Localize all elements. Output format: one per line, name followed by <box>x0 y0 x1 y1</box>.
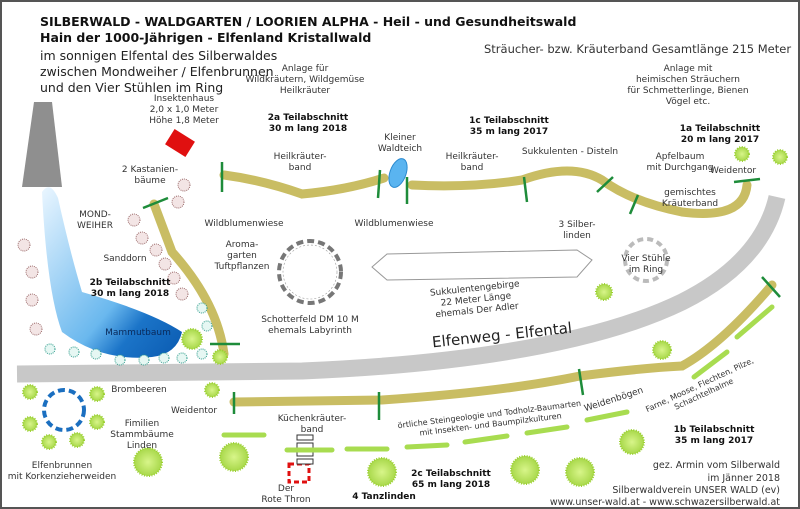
weidenboegen <box>221 304 775 453</box>
label-wildblumen-1: Wildblumenwiese <box>204 219 284 229</box>
sukkulentengebirge <box>371 249 593 281</box>
sanddorn-shrubs <box>17 178 191 336</box>
title-main: SILBERWALD - WALDGARTEN / LOORIEN ALPHA … <box>40 14 577 29</box>
subtitle-1: im sonnigen Elfental des Silberwaldes <box>40 48 278 63</box>
label-aromagarten: Aroma- garten Tuftpflanzen <box>214 240 270 272</box>
insektenhaus <box>165 129 195 157</box>
label-section-1a: 1a Teilabschnitt 20 m lang 2017 <box>679 124 761 145</box>
label-section-2a: 2a Teilabschnitt 30 m lang 2018 <box>267 113 349 134</box>
footer-signature: gez. Armin vom Silberwald <box>652 460 780 471</box>
label-heilkraeuter-2: Heilkräuter- band <box>445 152 499 173</box>
label-kastanien: 2 Kastanien- bäume <box>121 165 179 186</box>
label-anlage-wild: Anlage für Wildkräutern, Wildgemüse Heil… <box>245 64 365 96</box>
label-wildblumen-2: Wildblumenwiese <box>354 219 434 229</box>
label-vier-stuehle: Vier Stühle im Ring <box>621 254 671 275</box>
gates <box>142 162 781 420</box>
label-insektenhaus: Insektenhaus 2,0 x 1,0 Meter Höhe 1,8 Me… <box>149 94 219 126</box>
roter-thron <box>287 462 311 484</box>
path-2b <box>149 199 229 359</box>
label-gemischtes: gemischtes Kräuterband <box>661 188 719 209</box>
subtitle-2: zwischen Mondweiher / Elfenbrunnen <box>40 64 274 79</box>
path-2a <box>219 170 389 199</box>
label-section-2b: 2b Teilabschnitt 30 m lang 2018 <box>89 278 171 299</box>
vier-stuehle-ring <box>623 237 669 283</box>
label-mammutbaum: Mammutbaum <box>105 328 171 338</box>
footer-date: im Jänner 2018 <box>707 473 780 484</box>
label-silberlinden: 3 Silber- linden <box>558 220 596 241</box>
label-apfelbaum: Apfelbaum mit Durchgang <box>646 152 714 173</box>
path-south <box>229 280 777 407</box>
footer-websites: www.unser-wald.at - www.schwazersilberwa… <box>549 497 780 508</box>
label-heilkraeuter-1: Heilkräuter- band <box>273 152 327 173</box>
footer-association: Silberwaldverein UNSER WALD (ev) <box>612 485 780 496</box>
stone-monument <box>22 102 62 187</box>
label-stammbaeume: Fimilien Stammbäume Linden <box>110 419 174 451</box>
subtitle-3: und den Vier Stühlen im Ring <box>40 80 224 95</box>
label-anlage-straeucher: Anlage mit heimischen Sträuchern für Sch… <box>627 64 749 107</box>
label-waldteich: Kleiner Waldteich <box>377 133 423 154</box>
label-elfenbrunnen: Elfenbrunnen mit Korkenzieherweiden <box>7 461 117 482</box>
mondweiher-pond <box>42 187 182 358</box>
trees <box>22 146 788 487</box>
label-tanzlinden: 4 Tanzlinden <box>352 492 416 502</box>
elfenbrunnen-ring <box>42 388 86 432</box>
herb-paths <box>149 166 777 407</box>
label-mondweiher: MOND- WEIHER <box>77 210 113 231</box>
label-brombeeren: Brombeeren <box>111 385 167 395</box>
title-secondary: Hain der 1000-Jährigen - Elfenland Krist… <box>40 30 372 45</box>
hex-grid <box>282 244 338 300</box>
label-schotterfeld: Schotterfeld DM 10 M ehemals Labyrinth <box>261 315 359 336</box>
label-section-2c: 2c Teilabschnitt 65 m lang 2018 <box>411 469 491 490</box>
mammut-shrubs <box>44 302 213 366</box>
label-weidentor-right: Weidentor <box>709 166 757 176</box>
label-sanddorn: Sanddorn <box>103 254 147 264</box>
label-sukkulenten-disteln: Sukkulenten - Disteln <box>521 147 619 157</box>
path-1c <box>407 166 752 218</box>
waldteich-pond <box>388 158 408 188</box>
label-weidentor-left: Weidentor <box>170 406 218 416</box>
label-section-1c: 1c Teilabschnitt 35 m lang 2017 <box>469 116 549 137</box>
schotterfeld-ring <box>277 239 343 305</box>
elfenweg-road <box>16 194 786 383</box>
label-section-1b: 1b Teilabschnitt 35 m lang 2017 <box>673 425 755 446</box>
label-kuechenkraeuter: Küchenkräuter- band <box>277 414 347 435</box>
total-length: Sträucher- bzw. Kräuterband Gesamtlänge … <box>484 42 792 56</box>
label-roter-thron: Der Rote Thron <box>261 484 311 505</box>
